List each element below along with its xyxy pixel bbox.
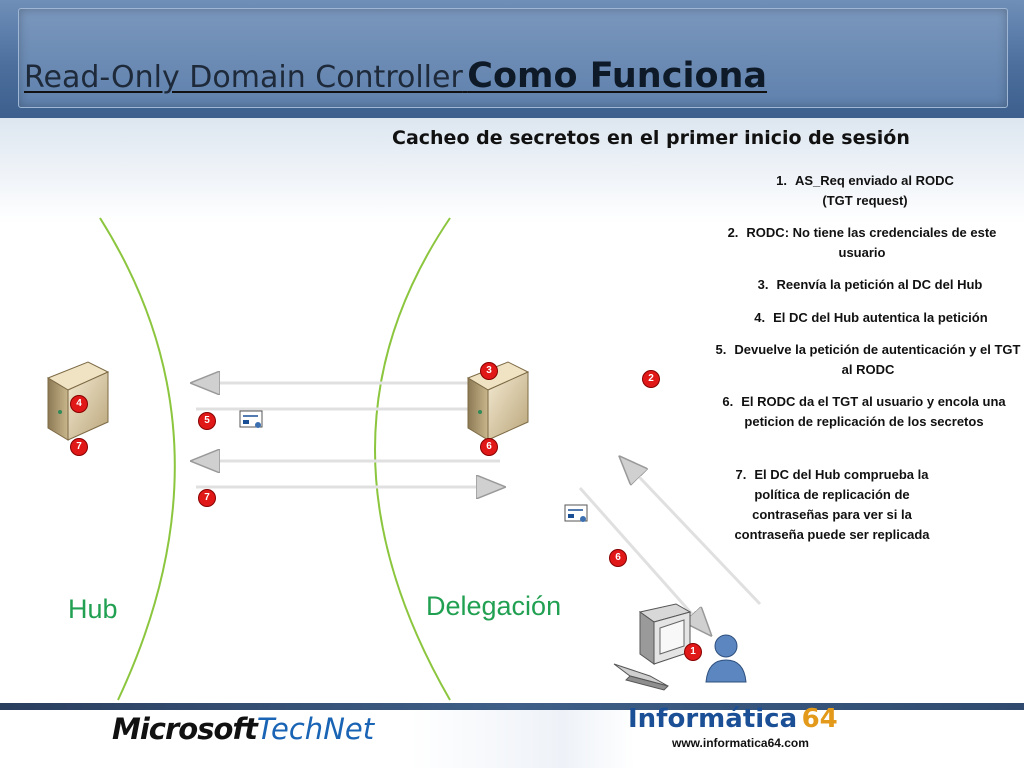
user-icon xyxy=(705,634,747,683)
slide-subtitle: Cacheo de secretos en el primer inicio d… xyxy=(392,127,910,149)
hub-dc-label: DC en el Hub xyxy=(24,344,121,361)
hub-zone-label: Hub xyxy=(68,594,118,624)
step-badge: 3 xyxy=(480,362,498,380)
step-badge: 2 xyxy=(642,370,660,388)
hub-zone-curve xyxy=(99,217,176,701)
slide-title-part1: Read-Only Domain Controller xyxy=(24,60,463,95)
step-badge: 7 xyxy=(70,438,88,456)
informatica-wordmark: Informática xyxy=(628,704,798,734)
rodc-label: Read Only DC xyxy=(433,344,537,361)
informatica-url: www.informatica64.com xyxy=(672,736,809,750)
slide-title: Read-Only Domain Controller Como Funcion… xyxy=(24,56,767,96)
step-badge: 7 xyxy=(198,489,216,507)
slide-title-part2: Como Funciona xyxy=(467,56,768,96)
branch-zone-label: Delegación xyxy=(426,591,562,621)
step-badge: 6 xyxy=(609,549,627,567)
arrow-tgt-to-user xyxy=(578,487,708,632)
rodc-server-icon xyxy=(466,361,530,441)
informatica-number: 64 xyxy=(801,704,838,734)
step-badge: 6 xyxy=(480,438,498,456)
technet-wordmark: TechNet xyxy=(256,712,375,746)
footer-panel xyxy=(0,710,1024,768)
arrow-as-req xyxy=(623,460,762,606)
branch-zone-curve xyxy=(374,217,451,701)
informatica64-logo: Informática 64 xyxy=(628,704,838,734)
hub-dc-server-icon xyxy=(46,361,110,441)
ticket-certificate-icon xyxy=(239,410,263,428)
microsoft-technet-logo: MicrosoftTechNet xyxy=(112,712,374,746)
ticket-certificate-icon-client xyxy=(564,504,588,522)
step-badge: 1 xyxy=(684,643,702,661)
workstation-icon xyxy=(613,603,692,691)
step-badge: 5 xyxy=(198,412,216,430)
title-bar: Read-Only Domain Controller Como Funcion… xyxy=(0,0,1024,118)
step-badge: 4 xyxy=(70,395,88,413)
microsoft-wordmark: Microsoft xyxy=(112,712,258,746)
title-panel xyxy=(18,8,1008,108)
